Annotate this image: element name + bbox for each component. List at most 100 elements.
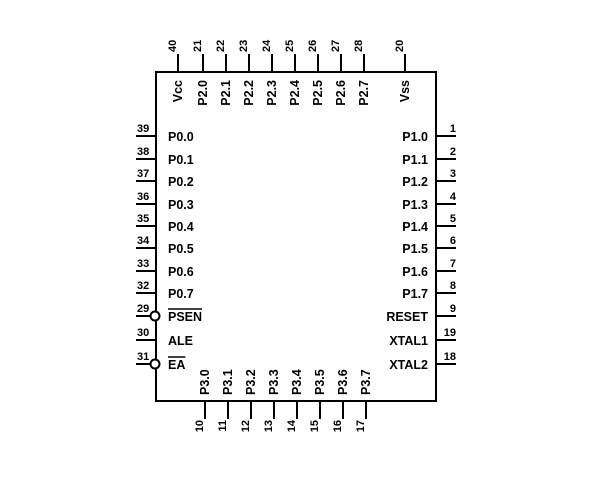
pin-label: P2.5: [311, 80, 325, 106]
pin-label: Vcc: [171, 80, 185, 102]
pin-4: 4P1.3: [402, 191, 457, 212]
pin-number: 2: [450, 146, 456, 158]
pin-number: 4: [450, 191, 457, 203]
pin-number: 37: [137, 168, 149, 180]
pin-number: 23: [238, 40, 250, 52]
pin-label: EA: [168, 358, 185, 372]
pin-number: 30: [137, 327, 149, 339]
pin-label: PSEN: [168, 310, 202, 324]
pin-label: P0.4: [168, 220, 194, 234]
pin-label: P2.6: [334, 80, 348, 106]
inversion-bubble: [149, 358, 161, 370]
pin-number: 17: [355, 420, 367, 432]
pin-label: P1.1: [402, 153, 428, 167]
pin-number: 34: [137, 235, 150, 247]
pin-label: XTAL1: [389, 334, 428, 348]
pin-5: 5P1.4: [402, 213, 456, 234]
pin-label: P0.7: [168, 287, 194, 301]
pin-number: 32: [137, 280, 149, 292]
pin-2: 2P1.1: [402, 146, 456, 167]
pin-label: P0.5: [168, 242, 194, 256]
pin-label: P0.2: [168, 175, 194, 189]
pin-number: 33: [137, 258, 149, 270]
pin-8: 8P1.7: [402, 280, 456, 301]
pin-16: 16 P3.6: [332, 369, 350, 432]
pin-number: 27: [330, 40, 342, 52]
pin-label: P1.5: [402, 242, 428, 256]
pin-label: P2.0: [196, 80, 210, 106]
pin-label: ALE: [168, 334, 193, 348]
inversion-bubble: [149, 310, 161, 322]
pin-11: 11 P3.1: [217, 369, 235, 431]
pin-label: P2.1: [219, 80, 233, 106]
pin-label: P3.6: [336, 369, 350, 395]
pin-number: 6: [450, 235, 456, 247]
pin-label: XTAL2: [389, 358, 428, 372]
pin-label: P0.6: [168, 265, 194, 279]
pin-label: P3.3: [267, 369, 281, 395]
pin-number: 38: [137, 146, 149, 158]
pin-number: 16: [332, 420, 344, 432]
pin-label: P0.0: [168, 130, 194, 144]
pin-label: P2.4: [288, 80, 302, 106]
pin-label: P1.6: [402, 265, 428, 279]
pin-label: P3.0: [198, 369, 212, 395]
pin-6: 6P1.5: [402, 235, 456, 256]
pin-number: 8: [450, 280, 456, 292]
pin-number: 40: [167, 40, 179, 52]
pin-number: 10: [194, 420, 206, 432]
pin-label: P3.2: [244, 369, 258, 395]
pin-label: P1.2: [402, 175, 428, 189]
pin-number: 31: [137, 351, 149, 363]
pin-label: P2.2: [242, 80, 256, 106]
pin-number: 14: [286, 419, 298, 432]
pin-label: P3.1: [221, 369, 235, 395]
pin-10: 10 P3.0: [194, 369, 212, 432]
pin-number: 25: [284, 40, 296, 52]
pin-label: Vss: [398, 80, 412, 102]
pin-number: 24: [261, 39, 273, 52]
pin-number: 1: [450, 123, 456, 135]
pin-14: 14 P3.4: [286, 369, 304, 432]
pin-label: P3.5: [313, 369, 327, 395]
pin-label: P2.7: [357, 80, 371, 106]
pin-label: P0.1: [168, 153, 194, 167]
pin-number: 19: [444, 327, 456, 339]
pin-label: P3.4: [290, 369, 304, 395]
pin-number: 18: [444, 351, 456, 363]
pin-number: 11: [217, 420, 229, 432]
pin-label: P1.7: [402, 287, 428, 301]
pin-number: 35: [137, 213, 149, 225]
pin-number: 36: [137, 191, 149, 203]
left-pin-row: 39P0.038P0.137P0.236P0.335P0.434P0.533P0…: [136, 123, 203, 372]
pin-label: P0.3: [168, 198, 194, 212]
pin-number: 3: [450, 168, 456, 180]
pin-7: 7P1.6: [402, 258, 456, 279]
pin-label: RESET: [386, 310, 428, 324]
